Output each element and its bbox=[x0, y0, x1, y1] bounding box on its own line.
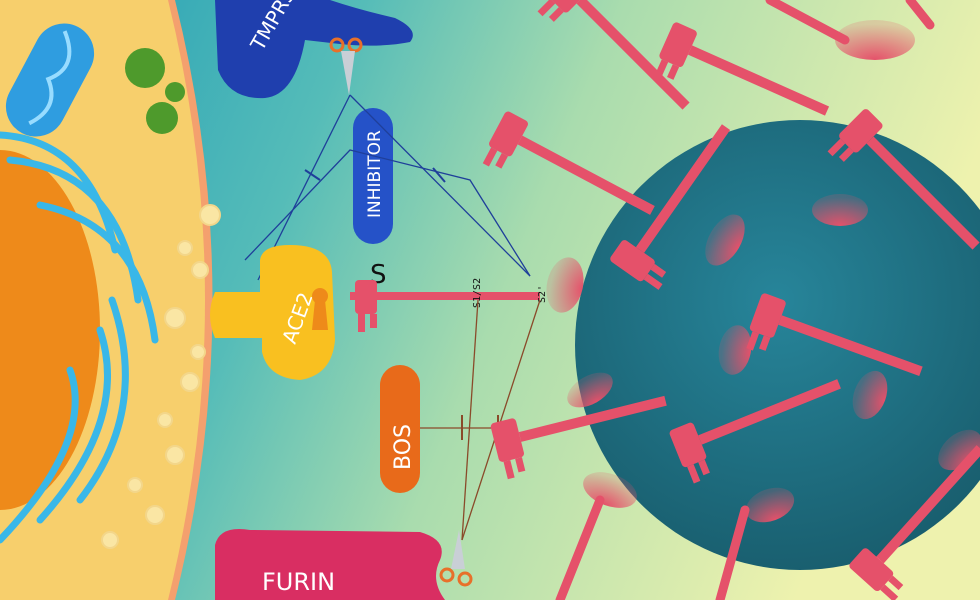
intracellular-granules bbox=[101, 204, 221, 549]
coronavirus-particle bbox=[479, 0, 980, 600]
bos-pill: BOS bbox=[380, 365, 420, 493]
bos-label: BOS bbox=[391, 424, 416, 470]
endoplasmic-reticulum bbox=[0, 131, 159, 544]
spike-key-bound bbox=[350, 280, 540, 332]
s1s2-site-label: S1/S2 bbox=[472, 278, 483, 308]
inhibitor-label: INHIBITOR bbox=[365, 130, 385, 218]
tmprss2-protein: TMPRS bbox=[215, 0, 413, 99]
furin-protein: FURIN bbox=[215, 529, 445, 600]
s2prime-site-label: S2' bbox=[537, 285, 548, 303]
scissors-icon bbox=[329, 37, 363, 95]
vesicles bbox=[125, 48, 185, 134]
inhibition-lines-furin bbox=[420, 299, 541, 541]
mitochondrion bbox=[5, 23, 95, 137]
scissors-icon bbox=[439, 530, 473, 587]
keyhole-icon bbox=[312, 288, 328, 330]
furin-label: FURIN bbox=[262, 568, 335, 596]
inhibitor-pill: INHIBITOR bbox=[353, 108, 393, 244]
ace2-receptor: ACE2 bbox=[210, 245, 335, 380]
